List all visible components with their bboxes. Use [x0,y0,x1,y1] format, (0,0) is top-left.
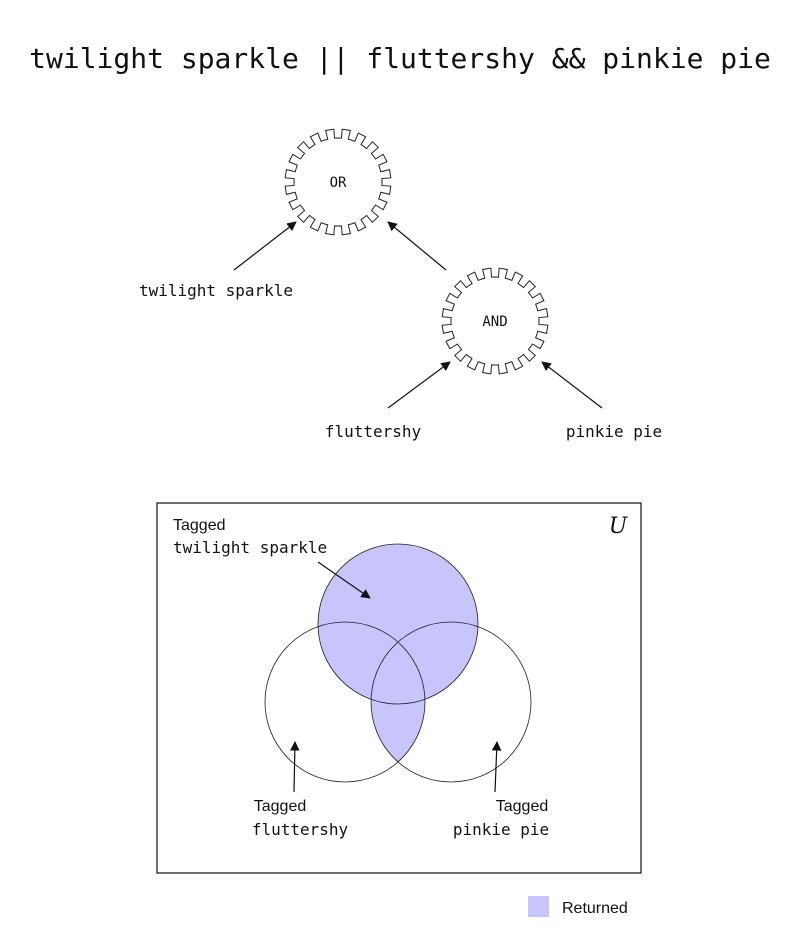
label-fluttershy: Tagged fluttershy [252,798,349,839]
arrow-fluttershy-label [290,741,300,793]
gear-icon [284,128,392,236]
legend-swatch-returned [528,896,549,917]
edge-fluttershy-to-and [387,361,451,409]
region-twilight-sparkle [318,544,478,704]
edge-twilight-to-or [233,221,297,271]
arrow-twilight-label [317,561,371,599]
arrow-pinkie-label [491,741,502,793]
or-node: OR [284,128,392,236]
universe-label: U [609,514,629,539]
circle-twilight-sparkle [317,543,479,705]
edge-and-to-or [387,221,447,271]
leaf-fluttershy: fluttershy [325,422,422,441]
query-title: twilight sparkle || fluttershy && pinkie… [29,42,771,75]
label-twilight-tagged: Tagged [173,517,226,534]
label-fluttershy-tagged: Tagged [254,798,307,815]
label-twilight-name: twilight sparkle [173,538,327,557]
and-node: AND [441,267,549,375]
edge-pinkie-to-and [541,361,603,409]
or-label: OR [330,175,347,191]
region-fluttershy-and-pinkie [371,622,425,782]
leaf-twilight-sparkle: twilight sparkle [139,281,293,300]
and-label: AND [482,314,507,330]
label-pinkie-name: pinkie pie [453,820,549,839]
legend-label-returned: Returned [562,900,628,917]
label-pinkie-pie: Tagged pinkie pie [453,798,549,839]
leaf-pinkie-pie: pinkie pie [566,422,662,441]
gear-icon [441,267,549,375]
label-pinkie-tagged: Tagged [496,798,549,815]
label-fluttershy-name: fluttershy [252,820,349,839]
label-twilight-sparkle: Tagged twilight sparkle [173,517,327,557]
legend: Returned [528,896,628,917]
circle-pinkie-pie [370,621,532,783]
circle-fluttershy [264,621,426,783]
